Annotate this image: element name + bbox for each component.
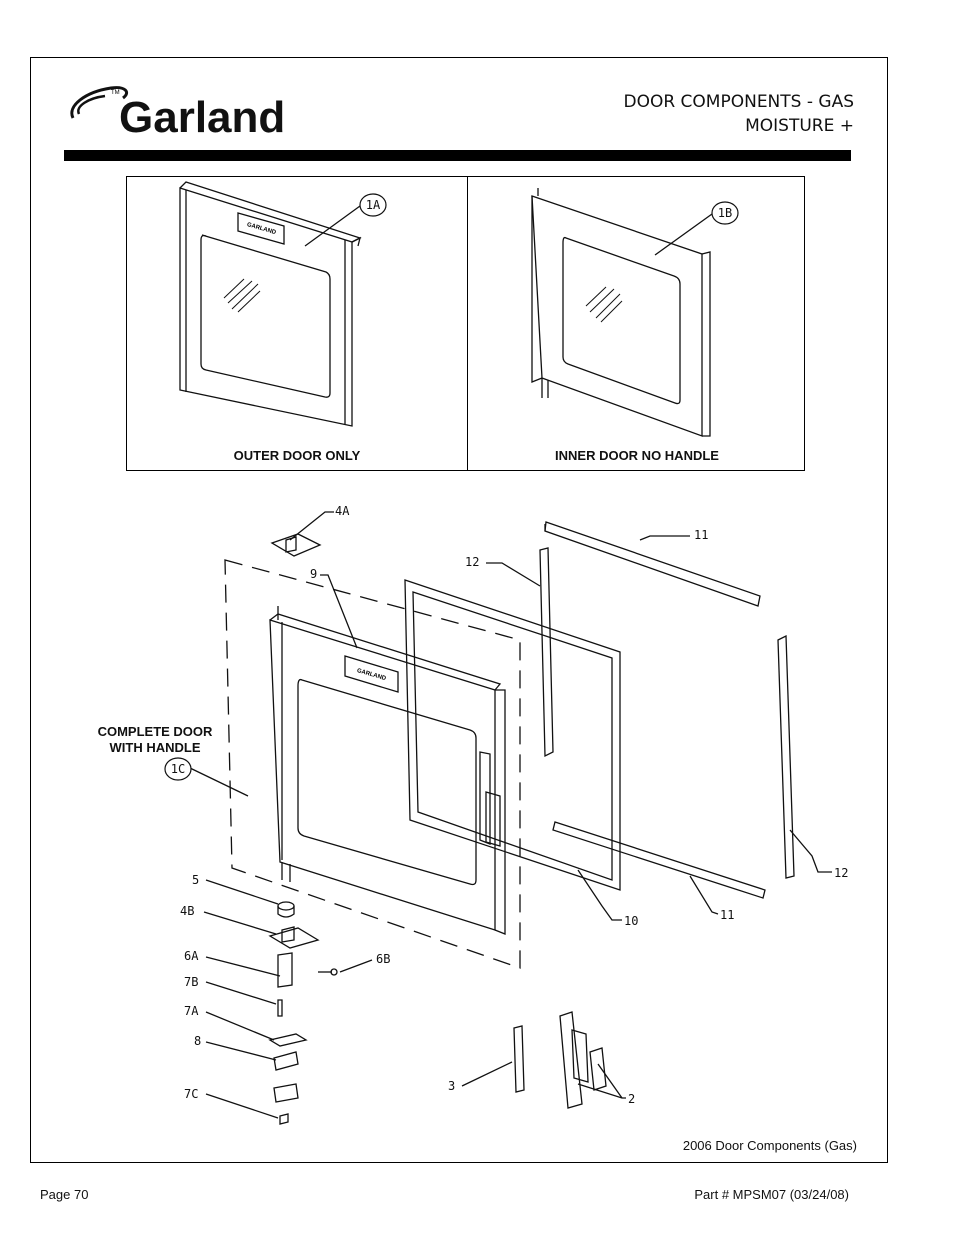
- garland-logo: TM Garland: [70, 86, 285, 142]
- label-12-left: 12: [465, 555, 479, 569]
- inner-door-drawing: [531, 188, 711, 437]
- label-12-right: 12: [834, 866, 848, 880]
- part-number: Part # MPSM07 (03/24/08): [694, 1187, 849, 1202]
- brand-name: Garland: [119, 93, 285, 142]
- callout-1b: 1B: [718, 206, 732, 220]
- outer-door-drawing: [179, 181, 362, 427]
- label-4b: 4B: [180, 904, 194, 918]
- label-2: 2: [628, 1092, 635, 1106]
- page-number: Page 70: [40, 1187, 89, 1202]
- page-frame: [30, 57, 888, 1163]
- label-7b: 7B: [184, 975, 198, 989]
- complete-door-drawing: [269, 606, 506, 935]
- label-6b: 6B: [376, 952, 390, 966]
- label-11-top: 11: [694, 528, 708, 542]
- label-4a: 4A: [335, 504, 350, 518]
- label-10: 10: [624, 914, 638, 928]
- header-rule: [64, 150, 851, 161]
- label-7c: 7C: [184, 1087, 198, 1101]
- label-7a: 7A: [184, 1004, 199, 1018]
- panel-divider: [467, 177, 468, 470]
- door-panels: OUTER DOOR ONLY INNER DOOR NO HANDLE: [126, 176, 805, 471]
- label-6a: 6A: [184, 949, 199, 963]
- label-9: 9: [310, 567, 317, 581]
- inner-door-label: INNER DOOR NO HANDLE: [555, 448, 719, 463]
- figure-caption: 2006 Door Components (Gas): [682, 1138, 857, 1153]
- label-11-bottom: 11: [720, 908, 734, 922]
- label-8: 8: [194, 1034, 201, 1048]
- complete-door-label: COMPLETE DOOR WITH HANDLE: [97, 724, 213, 755]
- callout-1c: 1C: [171, 762, 185, 776]
- page-title: DOOR COMPONENTS - GAS MOISTURE +: [623, 92, 854, 136]
- outer-door-label: OUTER DOOR ONLY: [233, 448, 361, 463]
- trademark-mark: TM: [111, 90, 120, 96]
- label-3: 3: [448, 1079, 455, 1093]
- callout-1a: 1A: [366, 198, 381, 212]
- label-5: 5: [192, 873, 199, 887]
